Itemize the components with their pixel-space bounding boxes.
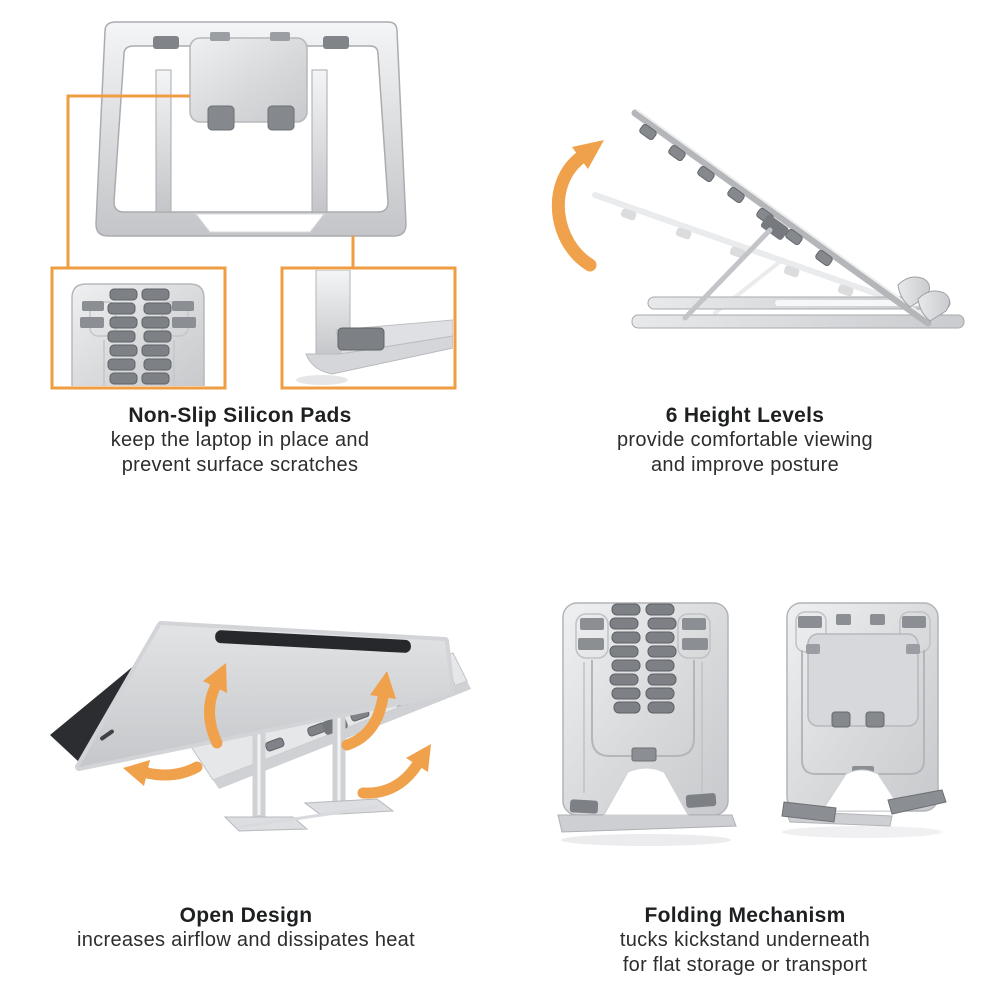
feature-description-line: and improve posture (650, 454, 840, 476)
folded-stand-back (781, 602, 947, 827)
caption-height-levels: 6 Height Levels provide comfortable view… (525, 403, 965, 478)
stand-frame (95, 21, 407, 237)
caption-open-design: Open Design increases airflow and dissip… (26, 903, 466, 953)
feature-description-line: increases airflow and dissipates heat (77, 929, 415, 951)
feature-title: Folding Mechanism (644, 904, 846, 927)
airflow-arrow-curve-right (341, 691, 389, 751)
laptop-side-port (100, 729, 114, 741)
kickstand-leg-left (155, 69, 172, 213)
front-leg-cutout (603, 767, 689, 816)
hinge-block (760, 214, 789, 240)
airflow-arrow-up (204, 681, 223, 749)
airflow-arrow-left (141, 761, 203, 781)
folded-stand-illustration (557, 602, 947, 846)
pad-detail-illustration (71, 283, 205, 386)
side-tabs (80, 301, 196, 328)
front-center-tab (631, 747, 657, 762)
base-cutout (194, 213, 326, 233)
folded-stand-front (557, 602, 737, 833)
airflow-arrow-up-right (357, 759, 423, 799)
callout-line-left (66, 94, 190, 268)
ribbed-pad-columns-front (609, 603, 677, 714)
stand-base (631, 296, 965, 329)
corner-silicon-pad (337, 327, 385, 351)
silicon-pads-front (153, 32, 349, 131)
back-foot-right (887, 789, 947, 815)
rail-silicon-pads (639, 123, 833, 267)
back-foot-left (781, 801, 837, 823)
front-side-tabs (578, 618, 708, 650)
feature-title: 6 Height Levels (665, 404, 825, 427)
stand-front-illustration (50, 21, 457, 390)
feature-description-line: keep the laptop in place and (110, 429, 370, 451)
kickstand-leg-right (311, 69, 328, 213)
raise-height-arrow-icon (551, 140, 604, 272)
feature-description-line: provide comfortable viewing (616, 429, 873, 451)
ribbed-pad-columns (107, 288, 172, 385)
laptop-hinge-slot (215, 630, 411, 653)
feature-description-line: for flat storage or transport (622, 954, 868, 976)
foot-detail-illustration (296, 270, 453, 385)
laptop (50, 621, 455, 771)
front-hook-feet (897, 276, 950, 322)
stand-side-illustration (551, 109, 965, 329)
caption-folding-mechanism: Folding Mechanism tucks kickstand undern… (525, 903, 965, 978)
feature-description-line: prevent surface scratches (121, 454, 359, 476)
airflow-arrows (141, 681, 423, 799)
feature-title: Non-Slip Silicon Pads (128, 404, 352, 427)
back-inner-plate (807, 633, 919, 727)
feature-title: Open Design (179, 904, 313, 927)
airflow-arrowheads (123, 663, 431, 786)
caption-non-slip-pads: Non-Slip Silicon Pads keep the laptop in… (15, 403, 465, 478)
kickstand-strut (682, 227, 773, 321)
raised-support-rail (631, 109, 950, 327)
back-plate (189, 37, 308, 123)
laptop-on-stand-illustration (50, 621, 471, 832)
back-leg-cutout (821, 769, 903, 812)
feature-description-line: tucks kickstand underneath (619, 929, 871, 951)
